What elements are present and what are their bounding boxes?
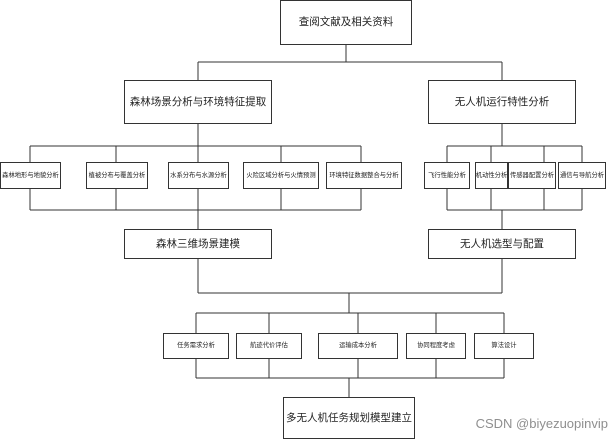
maneuverability-node: 机动性分析 xyxy=(475,162,508,189)
literature-review-node: 查阅文献及相关资料 xyxy=(280,0,412,45)
algorithm-design-node: 算法设计 xyxy=(474,333,534,359)
water-analysis-node: 水系分布与水源分析 xyxy=(168,162,229,189)
uav-characteristics-node: 无人机运行特性分析 xyxy=(428,80,576,124)
path-cost-node: 航迹代价评估 xyxy=(236,333,302,359)
forest-3d-modeling-node: 森林三维场景建模 xyxy=(124,229,272,259)
flight-performance-node: 飞行性能分析 xyxy=(424,162,470,189)
vegetation-analysis-node: 植被分布与覆盖分析 xyxy=(86,162,148,189)
forest-scene-analysis-node: 森林场景分析与环境特征提取 xyxy=(124,80,272,124)
cooperation-node: 协同程度考虑 xyxy=(406,333,466,359)
communication-navigation-node: 通信与导航分析 xyxy=(558,162,606,189)
task-planning-model-node: 多无人机任务规划模型建立 xyxy=(283,397,415,439)
transport-cost-node: 运输成本分析 xyxy=(318,333,398,359)
watermark: CSDN @biyezuopinvip xyxy=(475,416,608,431)
uav-selection-node: 无人机选型与配置 xyxy=(428,229,576,259)
fire-risk-analysis-node: 火险区域分析与火情预测 xyxy=(243,162,319,189)
sensor-config-node: 传感器配置分析 xyxy=(508,162,556,189)
task-requirement-node: 任务需求分析 xyxy=(163,333,229,359)
terrain-analysis-node: 森林地形与地貌分析 xyxy=(0,162,61,189)
environment-data-node: 环境特征数据整合与分析 xyxy=(326,162,402,189)
